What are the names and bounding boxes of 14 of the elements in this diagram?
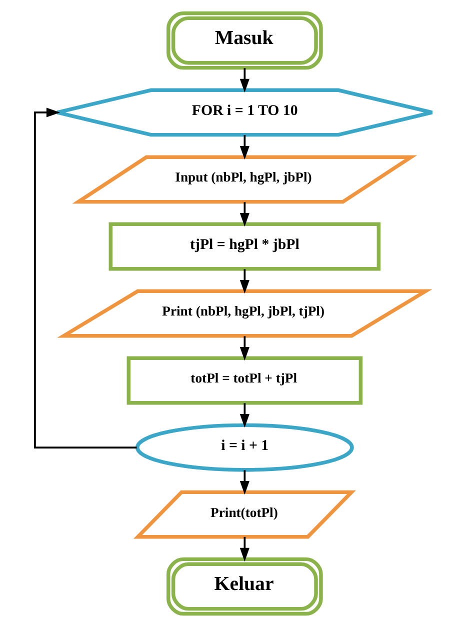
arrow — [239, 336, 249, 361]
node-box: Masuk — [166, 11, 322, 70]
arrow — [239, 403, 249, 428]
arrow — [34, 108, 136, 448]
node-box: totPl = totPl + tjPl — [126, 356, 362, 405]
arrow — [239, 68, 249, 93]
arrow — [239, 536, 249, 562]
node-box: tjPl = hgPl * jbPl — [108, 222, 380, 271]
arrow — [239, 269, 249, 294]
node-box: Keluar — [166, 557, 322, 616]
arrow — [239, 202, 249, 227]
arrow — [239, 135, 249, 160]
arrow — [239, 470, 249, 495]
node-ellipse: i = i + 1 — [134, 423, 354, 472]
